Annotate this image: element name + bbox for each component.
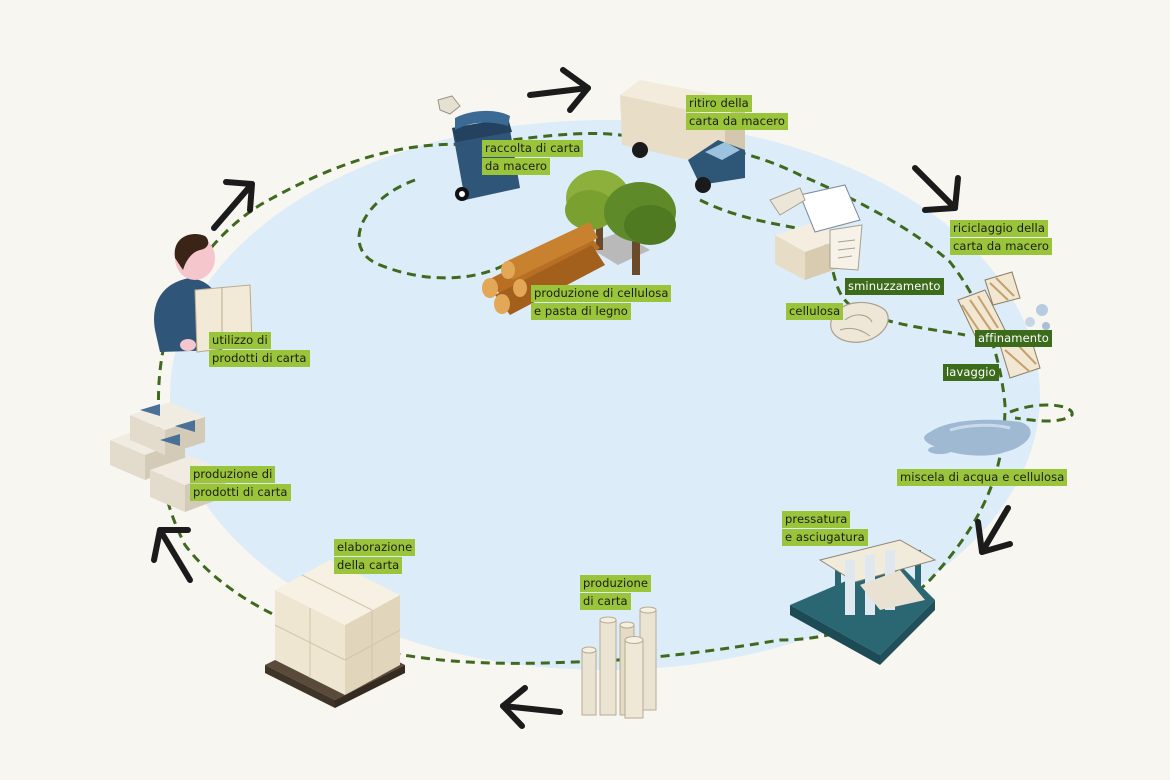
dashed-branch: [357, 178, 511, 280]
label-affinamento: affinamento: [975, 330, 1052, 348]
label-raccolta: raccolta di carta da macero: [482, 140, 584, 176]
dashed-branch: [1009, 403, 1074, 423]
label-sminuzzamento: sminuzzamento: [845, 278, 944, 296]
arrow-icon: [912, 165, 961, 213]
water-puddle-icon: [924, 419, 1031, 456]
label-cellulosa-legno: produzione di cellulosa e pasta di legno: [531, 285, 672, 321]
label-ritiro: ritiro della carta da macero: [686, 95, 788, 131]
label-riciclaggio: riciclaggio della carta da macero: [950, 220, 1052, 256]
pallet-boxes-icon: [265, 560, 405, 708]
label-elaborazione: elaborazione della carta: [334, 539, 416, 575]
arrow-icon: [211, 179, 255, 231]
paper-rolls-icon: [581, 606, 657, 719]
label-lavaggio: lavaggio: [943, 364, 999, 382]
trees-icon: [565, 170, 676, 275]
label-miscela: miscela di acqua e cellulosa: [897, 469, 1068, 487]
logs-icon: [482, 222, 605, 315]
arrow-icon: [975, 505, 1013, 555]
arrow-icon: [500, 685, 563, 729]
label-produzione-prodotti: produzione di prodotti di carta: [190, 466, 291, 502]
pulp-icon: [830, 301, 889, 343]
shredded-paper-icon: [769, 184, 863, 280]
label-produzione-carta: produzione di carta: [580, 575, 652, 611]
label-pressatura: pressatura e asciugatura: [782, 511, 868, 547]
arrow-icon: [151, 527, 193, 583]
paper-press-icon: [790, 539, 937, 665]
arrow-icon: [527, 67, 591, 113]
label-cellulosa: cellulosa: [786, 303, 844, 321]
label-utilizzo: utilizzo di prodotti di carta: [209, 332, 310, 368]
